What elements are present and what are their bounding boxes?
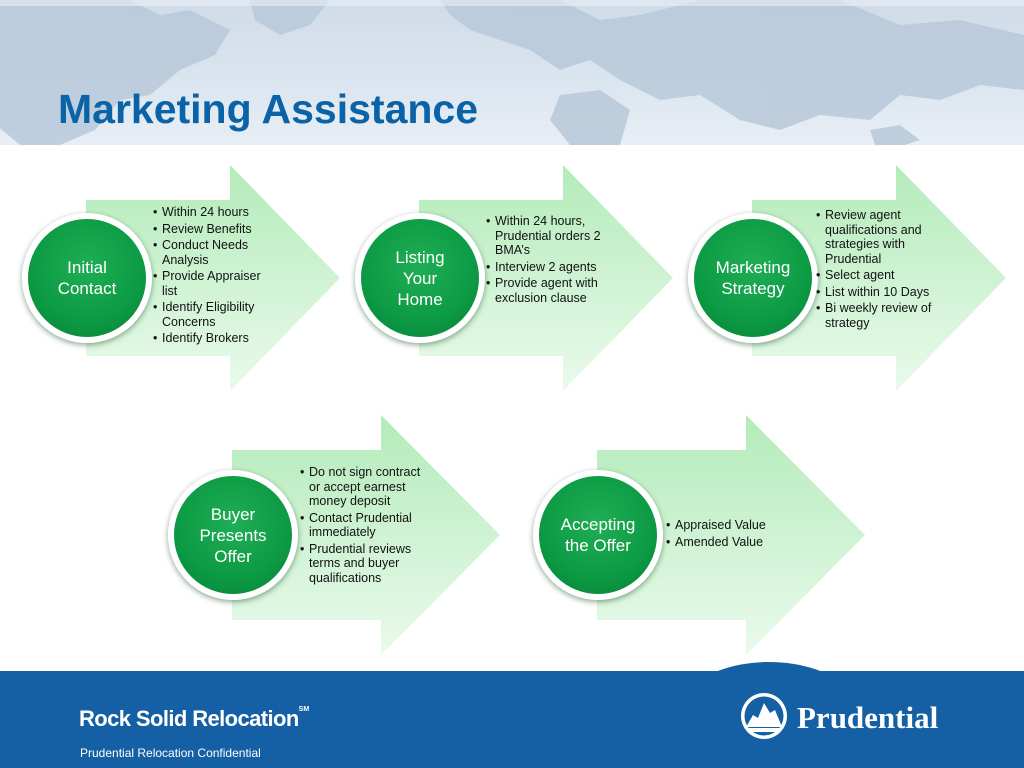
bullet-item: Conduct Needs Analysis: [153, 238, 278, 267]
step-circle: Initial Contact: [22, 213, 152, 343]
footer-bar: [0, 671, 1024, 768]
step-buyer-presents-offer: Buyer Presents Offer Do not sign contrac…: [168, 415, 508, 655]
step-bullet-list: Within 24 hours Review Benefits Conduct …: [153, 205, 278, 348]
bullet-item: Review agent qualifications and strategi…: [816, 208, 946, 266]
page-title: Marketing Assistance: [58, 86, 479, 132]
bullet-item: Identify Brokers: [153, 331, 278, 346]
bullet-item: Within 24 hours: [153, 205, 278, 220]
confidential-notice: Prudential Relocation Confidential: [80, 746, 261, 760]
step-circle: Buyer Presents Offer: [168, 470, 298, 600]
step-bullet-list: Within 24 hours, Prudential orders 2 BMA…: [486, 214, 611, 307]
step-label: Accepting the Offer: [560, 515, 636, 555]
bullet-item: Amended Value: [666, 535, 796, 550]
step-listing-your-home: Listing Your Home Within 24 hours, Prude…: [355, 165, 695, 391]
prudential-rock-logo-icon: [741, 693, 787, 739]
bullet-item: List within 10 Days: [816, 285, 946, 300]
world-map-background: [0, 0, 1024, 145]
step-bullet-list: Appraised Value Amended Value: [666, 518, 796, 551]
bullet-item: Provide Appraiser list: [153, 269, 278, 298]
step-circle: Marketing Strategy: [688, 213, 818, 343]
step-circle: Listing Your Home: [355, 213, 485, 343]
bullet-item: Interview 2 agents: [486, 260, 611, 275]
prudential-wordmark: Prudential: [797, 700, 939, 735]
step-accepting-the-offer: Accepting the Offer Appraised Value Amen…: [533, 415, 873, 655]
brand-tagline: Rock Solid RelocationSM: [79, 706, 309, 732]
step-circle: Accepting the Offer: [533, 470, 663, 600]
step-bullet-list: Review agent qualifications and strategi…: [816, 208, 946, 332]
bullet-item: Appraised Value: [666, 518, 796, 533]
service-mark: SM: [298, 706, 310, 713]
brand-tagline-text: Rock Solid Relocation: [79, 706, 299, 731]
bullet-item: Identify Eligibility Concerns: [153, 300, 278, 329]
bullet-item: Provide agent with exclusion clause: [486, 276, 611, 305]
step-label: Buyer Presents Offer: [199, 504, 267, 566]
bullet-item: Do not sign contract or accept earnest m…: [300, 465, 430, 509]
step-marketing-strategy: Marketing Strategy Review agent qualific…: [688, 165, 1024, 391]
step-label: Initial Contact: [57, 258, 117, 298]
header-banner: [0, 0, 1024, 145]
step-label: Marketing Strategy: [715, 258, 791, 298]
step-bullet-list: Do not sign contract or accept earnest m…: [300, 465, 430, 587]
step-initial-contact: Initial Contact Within 24 hours Review B…: [22, 165, 362, 391]
bullet-item: Review Benefits: [153, 222, 278, 237]
bullet-item: Within 24 hours, Prudential orders 2 BMA…: [486, 214, 611, 258]
bullet-item: Bi weekly review of strategy: [816, 301, 946, 330]
bullet-item: Contact Prudential immediately: [300, 511, 430, 540]
step-label: Listing Your Home: [395, 247, 445, 309]
bullet-item: Prudential reviews terms and buyer quali…: [300, 542, 430, 586]
bullet-item: Select agent: [816, 268, 946, 283]
